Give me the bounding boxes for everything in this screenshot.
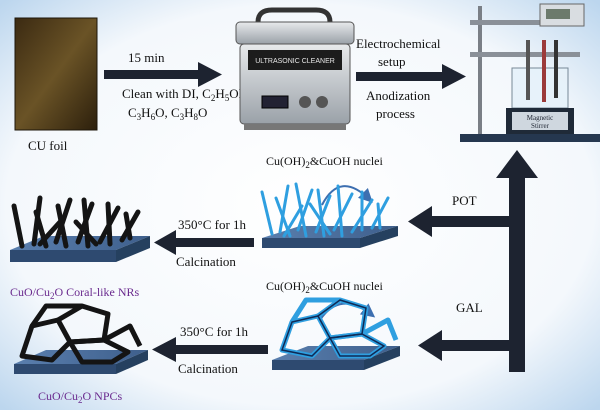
ultrasonic-cleaner <box>235 7 355 130</box>
time-label: 15 min <box>128 50 165 65</box>
pot-mode-label: POT <box>452 193 477 208</box>
gal-mode-label: GAL <box>456 300 483 315</box>
pot-nuclei-sample <box>260 182 398 248</box>
cu-foil <box>14 17 98 131</box>
npcs-label: CuO/Cu2O NPCs <box>38 389 123 405</box>
gal-calcination-label: Calcination <box>178 361 238 376</box>
electrochemical-setup <box>460 3 600 142</box>
clean-line1: Clean with DI, C2H5OH, <box>122 86 251 103</box>
pot-calcination-temp: 350°C for 1h <box>178 217 247 232</box>
clean-line2: C3H6O, C3H8O <box>128 105 207 122</box>
setup-screen-line2: Stirrer <box>531 122 550 130</box>
gal-calcination-temp: 350°C for 1h <box>180 324 249 339</box>
setup-screen-line1: Magnetic <box>527 114 553 122</box>
ultrasonic-brand: ULTRASONIC CLEANER <box>255 58 335 65</box>
branch-arrow <box>408 150 538 372</box>
step2-line4: process <box>376 106 415 121</box>
gal-calcination-arrow <box>152 337 268 362</box>
cu-foil-label: CU foil <box>28 138 68 153</box>
arrow-clean <box>104 62 222 87</box>
step2-line3: Anodization <box>366 88 431 103</box>
step2-line2: setup <box>378 54 405 69</box>
coral-nrs-sample <box>10 195 150 262</box>
step2-line1: Electrochemical <box>356 36 441 51</box>
coral-nrs-label: CuO/Cu2O Coral-like NRs <box>10 285 140 301</box>
pot-calcination-arrow <box>154 230 254 255</box>
pot-curved-arrow <box>321 185 373 206</box>
arrow-anodize <box>356 64 466 89</box>
pot-nuclei-label: Cu(OH)2&CuOH nuclei <box>266 154 383 170</box>
gal-nuclei-label: Cu(OH)2&CuOH nuclei <box>266 279 383 295</box>
npcs-sample <box>14 303 148 374</box>
gal-nuclei-sample <box>272 297 400 370</box>
pot-calcination-label: Calcination <box>176 254 236 269</box>
